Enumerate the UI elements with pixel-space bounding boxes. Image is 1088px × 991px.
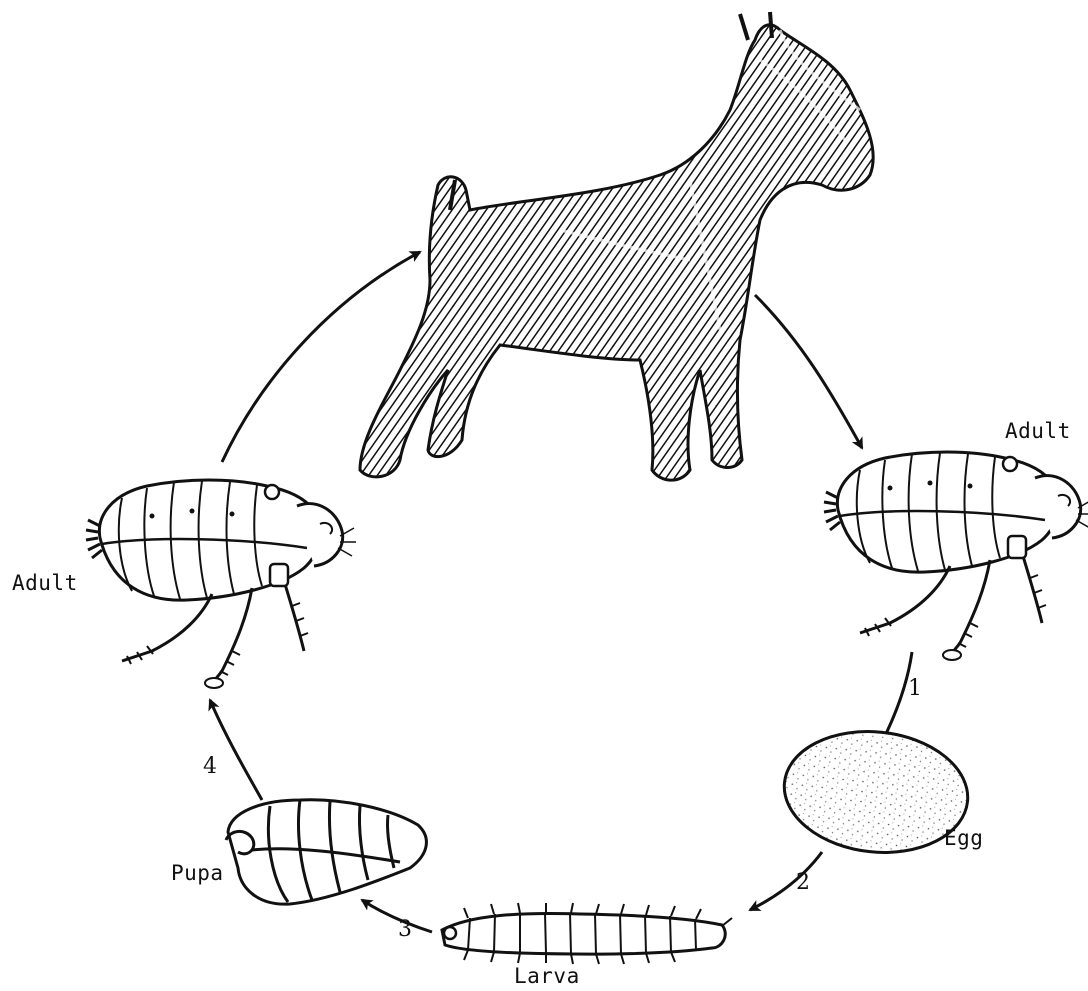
label-adult-right: Adult bbox=[1005, 421, 1071, 442]
label-adult-left: Adult bbox=[12, 573, 78, 594]
pupa-icon bbox=[226, 800, 426, 904]
step-number-3: 3 bbox=[398, 919, 412, 941]
arrow-egg-to-larva bbox=[750, 852, 822, 910]
adult-flea-icon bbox=[86, 480, 356, 688]
adult-flea-icon bbox=[824, 452, 1088, 660]
larva-icon bbox=[442, 903, 732, 964]
arrow-larva-to-pupa bbox=[362, 900, 432, 932]
step-number-1: 1 bbox=[908, 678, 922, 700]
label-egg: Egg bbox=[944, 828, 983, 849]
arrow-dog-to-adult-right bbox=[755, 295, 862, 448]
dog-icon bbox=[360, 12, 873, 480]
label-pupa: Pupa bbox=[171, 863, 224, 884]
step-number-4: 4 bbox=[203, 756, 217, 778]
step-number-2: 2 bbox=[796, 872, 810, 894]
arrow-pupa-to-adult-left bbox=[210, 700, 262, 800]
label-larva: Larva bbox=[514, 966, 580, 987]
